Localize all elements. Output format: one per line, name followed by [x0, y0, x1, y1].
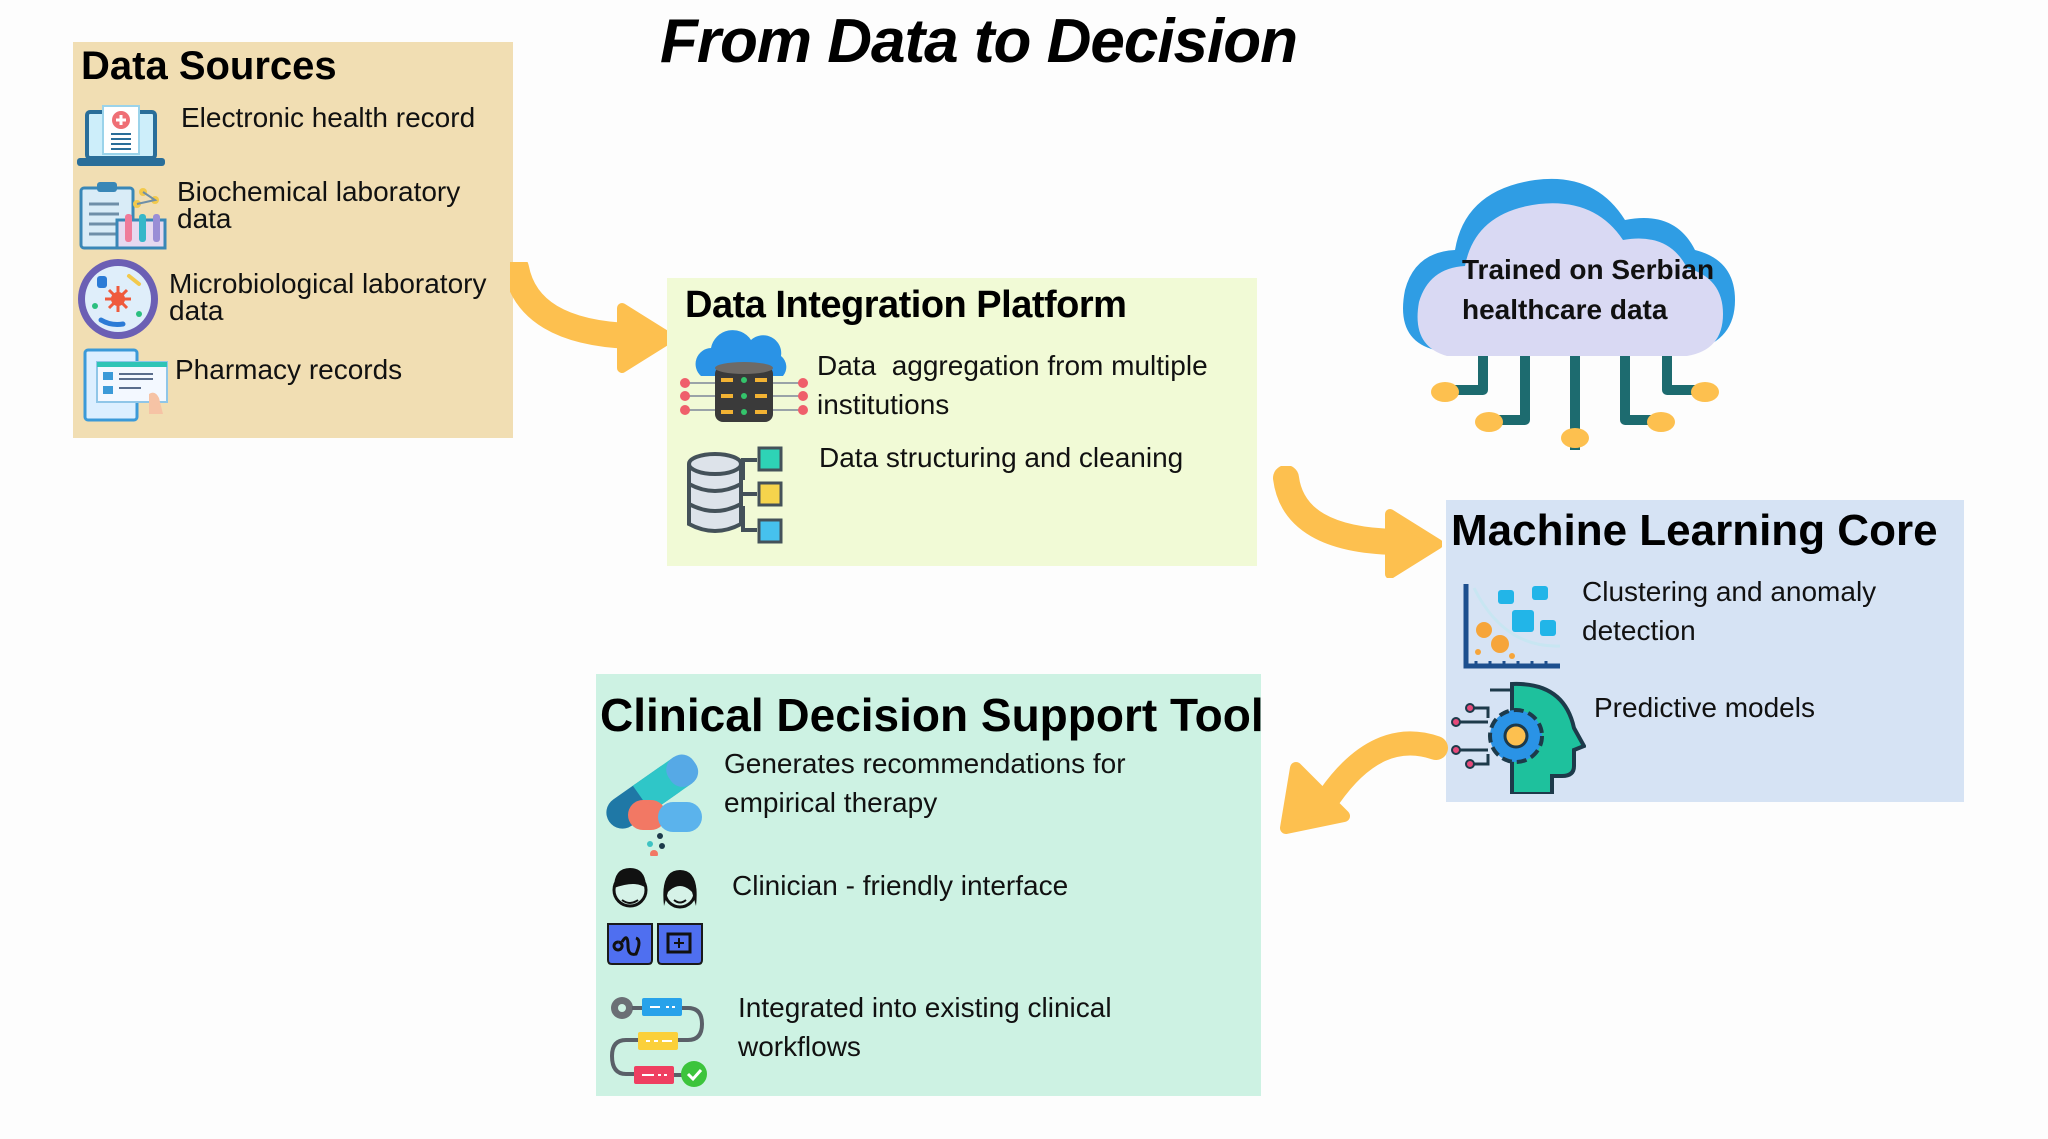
scatter-cluster-icon — [1463, 584, 1561, 669]
ml-core-panel: Machine Learning Core Clustering and ano… — [1446, 500, 1964, 802]
biochem-lab-icon — [79, 182, 167, 250]
workflow-icon — [609, 997, 707, 1087]
ai-head-gear-icon — [1451, 681, 1586, 794]
ml-core-item: Predictive models — [1594, 692, 1815, 723]
ehr-laptop-icon — [77, 105, 165, 166]
ml-core-heading: Machine Learning Core — [1451, 506, 1938, 555]
cds-panel: Clinical Decision Support Tool Generates… — [596, 674, 1264, 1096]
pills-icon — [606, 754, 702, 856]
data-sources-panel: Data Sources Electronic health record Bi… — [73, 42, 513, 438]
data-source-item: Microbiological laboratory data — [169, 268, 487, 326]
diagram-title: From Data to Decision — [660, 7, 1298, 76]
integration-item: Data structuring and cleaning — [819, 442, 1184, 473]
flow-arrow-integration-to-ml — [1273, 466, 1442, 578]
cloud-database-icon — [680, 330, 808, 422]
integration-item: Data aggregation from multiple instituti… — [817, 350, 1216, 420]
cloud-circuit-icon — [1403, 178, 1735, 450]
microbio-petri-icon — [78, 259, 158, 339]
clinicians-icon — [607, 868, 703, 965]
ml-core-item: Clustering and anomaly detection — [1582, 576, 1877, 646]
database-structure-icon — [687, 446, 783, 544]
cds-heading: Clinical Decision Support Tool — [600, 689, 1264, 741]
cds-item: Generates recommendations for empirical … — [724, 748, 1126, 818]
data-integration-heading: Data Integration Platform — [685, 284, 1127, 326]
data-source-item: Electronic health record — [181, 102, 476, 133]
cds-item: Clinician - friendly interface — [732, 870, 1069, 901]
data-source-item: Pharmacy records — [175, 354, 403, 385]
data-sources-heading: Data Sources — [81, 44, 337, 88]
data-integration-panel: Data Integration Platform Data aggregati… — [667, 278, 1257, 566]
pharmacy-records-icon — [83, 348, 168, 422]
flow-arrow-sources-to-integration — [510, 262, 675, 373]
cds-item: Integrated into existing clinical workfl… — [738, 992, 1112, 1062]
cloud-label: Trained on Serbian healthcare data — [1462, 254, 1715, 325]
data-source-item: Biochemical laboratory data — [177, 176, 461, 234]
flow-arrow-ml-to-cds — [1280, 731, 1448, 834]
